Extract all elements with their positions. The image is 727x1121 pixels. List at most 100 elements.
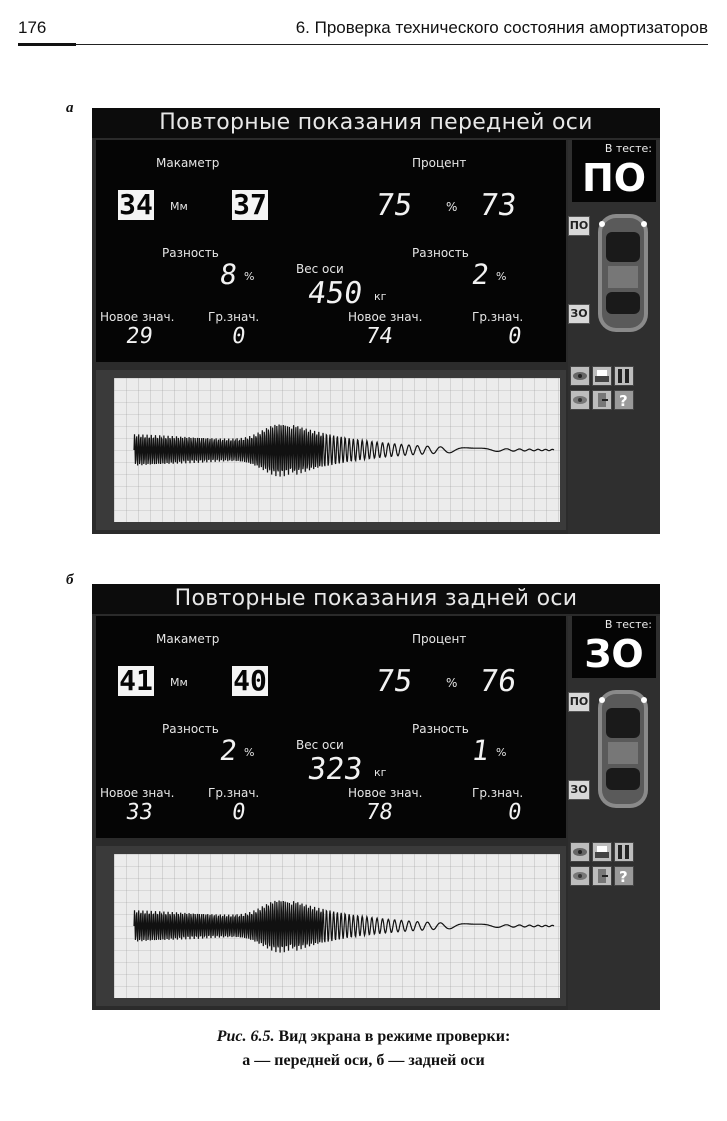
bars-icon (618, 369, 629, 383)
in-test-box: В тесте: ЗО (572, 616, 656, 678)
waveform-trace (133, 424, 555, 477)
in-test-label: В тесте: (604, 618, 652, 631)
column-tool-button[interactable] (614, 366, 634, 386)
eye-icon (573, 396, 587, 404)
pct-unit: % (446, 200, 458, 214)
pct-right-display: 76 (477, 664, 519, 699)
help-tool-button[interactable]: ? (614, 390, 634, 410)
pct-unit: % (446, 676, 458, 690)
axle-weight-label: Вес оси (296, 738, 344, 752)
exit-tool-button[interactable] (592, 390, 612, 410)
in-test-box: В тесте: ПО (572, 140, 656, 202)
car-icon (598, 690, 648, 808)
axle-weight-unit: кг (374, 766, 387, 779)
printer-icon (595, 370, 609, 382)
exit-icon (598, 869, 608, 883)
new-value-1: 33 (124, 800, 155, 825)
side-panel: В тесте: ЗО ПО ЗО ? (568, 616, 660, 1010)
waveform-trace (133, 900, 555, 953)
running-head: 6. Проверка технического состояния аморт… (295, 18, 708, 37)
in-test-value: ЗО (584, 632, 644, 676)
figure-caption-line-2: а — передней оси, б — задней оси (242, 1052, 485, 1069)
in-test-value: ПО (581, 156, 647, 200)
axle-weight-value: 323 (305, 752, 365, 787)
new-value-label-1: Новое знач. (100, 310, 175, 324)
limit-value-label-1: Гр.знач. (208, 786, 260, 800)
front-axle-button[interactable]: ПО (568, 692, 590, 712)
panel-letter-a: а (66, 100, 74, 116)
percent-label: Процент (412, 156, 467, 170)
figure-caption-text: Вид экрана в режиме проверки: (278, 1028, 511, 1045)
column-tool-button[interactable] (614, 842, 634, 862)
limit-value-1: 0 (230, 324, 248, 349)
eye-icon (573, 372, 587, 380)
waveform-plot (114, 378, 560, 522)
printer-icon (595, 846, 609, 858)
axle-weight-label: Вес оси (296, 262, 344, 276)
diff-right-value: 1 (469, 734, 492, 767)
diff-right-label: Разность (412, 722, 469, 736)
page-header: 176 6. Проверка технического состояния а… (18, 14, 708, 46)
makametr-label: Макаметр (156, 632, 220, 646)
diff-left-label: Разность (162, 246, 219, 260)
figure-caption-line-1: Рис. 6.5. Вид экрана в режиме проверки: (0, 1028, 727, 1046)
waveform-graph (114, 854, 560, 998)
eye-icon (573, 848, 587, 856)
pct-left-display: 75 (373, 664, 415, 699)
eye-tool-button[interactable] (570, 842, 590, 862)
print-tool-button[interactable] (592, 842, 612, 862)
rear-axle-button[interactable]: ЗО (568, 304, 590, 324)
percent-label: Процент (412, 632, 467, 646)
axle-weight-value: 450 (305, 276, 365, 311)
rear-axle-button[interactable]: ЗО (568, 780, 590, 800)
makametr-label: Макаметр (156, 156, 220, 170)
figure-label: Рис. 6.5. (216, 1028, 275, 1045)
mm-right-display: 40 (232, 664, 268, 697)
car-icon (598, 214, 648, 332)
limit-value-2: 0 (506, 324, 524, 349)
diff-left-value: 8 (217, 258, 240, 291)
new-value-1: 29 (124, 324, 155, 349)
eye-alt-tool-button[interactable] (570, 390, 590, 410)
header-rule-accent (18, 43, 76, 46)
eye-alt-tool-button[interactable] (570, 866, 590, 886)
new-value-2: 74 (364, 324, 395, 349)
eye-icon (573, 872, 587, 880)
limit-value-1: 0 (230, 800, 248, 825)
limit-value-2: 0 (506, 800, 524, 825)
screen-rear-axle: Повторные показания задней оси Макаметр … (92, 584, 660, 1010)
eye-tool-button[interactable] (570, 366, 590, 386)
question-mark-icon: ? (619, 868, 628, 885)
waveform-plot (114, 854, 560, 998)
help-tool-button[interactable]: ? (614, 866, 634, 886)
screen-front-axle: Повторные показания передней оси Макамет… (92, 108, 660, 534)
readout-panel: Макаметр Процент 41 Мм 40 75 % 76 Разнос… (96, 616, 566, 838)
axle-weight-unit: кг (374, 290, 387, 303)
exit-tool-button[interactable] (592, 866, 612, 886)
new-value-2: 78 (364, 800, 395, 825)
screen-title: Повторные показания задней оси (92, 584, 660, 614)
header-rule (18, 44, 708, 45)
front-axle-button[interactable]: ПО (568, 216, 590, 236)
mm-unit: Мм (170, 676, 188, 689)
pct-right-display: 73 (477, 188, 519, 223)
mm-unit: Мм (170, 200, 188, 213)
limit-value-label-2: Гр.знач. (472, 786, 524, 800)
diff-left-unit: % (244, 746, 255, 759)
question-mark-icon: ? (619, 392, 628, 409)
svg-text:?: ? (619, 392, 628, 409)
diff-left-label: Разность (162, 722, 219, 736)
limit-value-label-2: Гр.знач. (472, 310, 524, 324)
mm-left-display: 34 (118, 188, 154, 221)
side-panel: В тесте: ПО ПО ЗО ? (568, 140, 660, 534)
diff-left-value: 2 (217, 734, 240, 767)
new-value-label-2: Новое знач. (348, 786, 423, 800)
in-test-label: В тесте: (604, 142, 652, 155)
exit-icon (598, 393, 608, 407)
pct-left-display: 75 (373, 188, 415, 223)
limit-value-label-1: Гр.знач. (208, 310, 260, 324)
diff-right-value: 2 (469, 258, 492, 291)
new-value-label-1: Новое знач. (100, 786, 175, 800)
print-tool-button[interactable] (592, 366, 612, 386)
panel-letter-b: б (66, 572, 74, 588)
